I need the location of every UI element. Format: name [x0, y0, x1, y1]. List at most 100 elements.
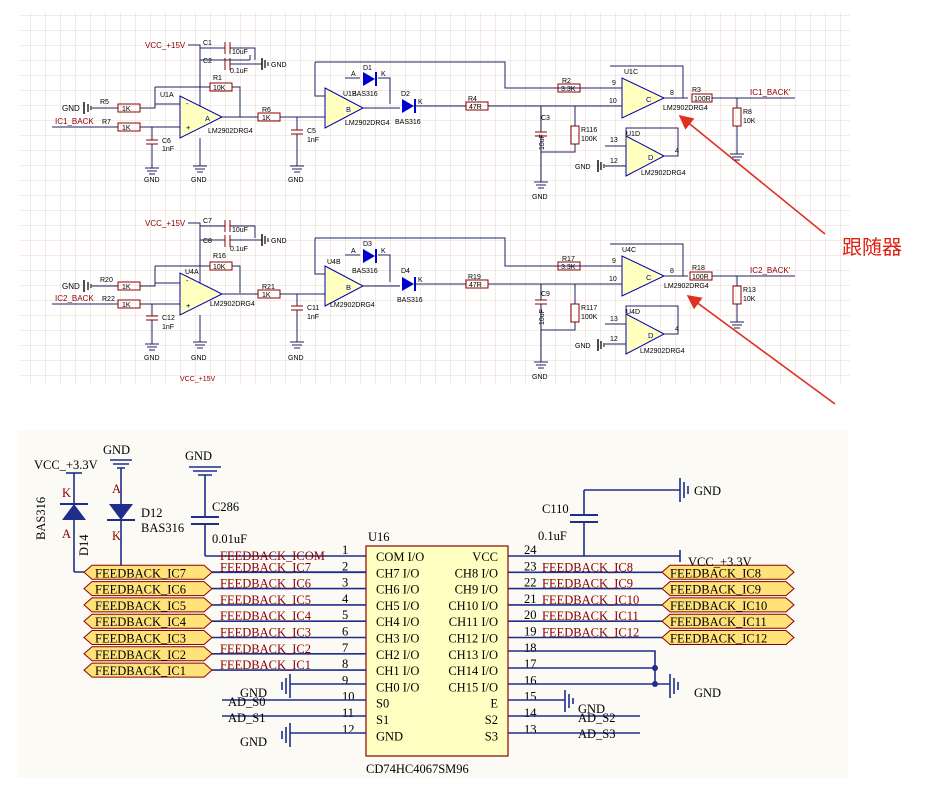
mux-pin-name: CH1 I/O: [376, 664, 419, 678]
mux-pin-number: 4: [342, 592, 349, 606]
mux-pin-name: CH2 I/O: [376, 648, 419, 662]
net-port-right: [661, 581, 795, 597]
gnd-label: GND: [144, 177, 160, 184]
net-port-right: [661, 613, 795, 629]
net-feedback-icom: FEEDBACK_ICOM: [220, 549, 325, 563]
mux-pin-number: 20: [524, 608, 537, 622]
value-c8: 0.1uF: [230, 246, 248, 253]
svg-text:K: K: [381, 248, 386, 255]
net-wire-label: FEEDBACK_IC12: [542, 626, 639, 640]
value-r22: 1K: [122, 302, 131, 309]
label-c5: C5: [307, 128, 316, 135]
label-u1d: U1D: [626, 131, 640, 138]
svg-text:C: C: [646, 95, 652, 104]
value-c9: 10uF: [539, 309, 546, 325]
gnd-label: GND: [578, 702, 605, 716]
svg-text:9: 9: [612, 80, 616, 87]
label-c6: C6: [162, 138, 171, 145]
net-wire-label: FEEDBACK_IC3: [220, 626, 311, 640]
value-r4: 47R: [469, 104, 482, 111]
svg-text:K: K: [418, 99, 423, 106]
mux-pin-number: 16: [524, 673, 537, 687]
net-vcc-33v: VCC_+3.3V: [34, 458, 98, 472]
mux-pin-number: 19: [524, 625, 537, 639]
value-r20: 1K: [122, 284, 131, 291]
gnd-label: GND: [271, 62, 287, 69]
mux-pin-number: 13: [524, 722, 537, 736]
mux-pin-name: E: [490, 697, 498, 711]
svg-text:8: 8: [670, 268, 674, 275]
mux-pin-number: 1: [342, 543, 348, 557]
value-c12: 1nF: [162, 324, 174, 331]
svg-text:4: 4: [675, 148, 679, 155]
net-ad-s1: AD_S1: [228, 711, 266, 725]
net-ad-s2: AD_S2: [578, 711, 616, 725]
channel-2: VCC_+15V C7 10uF C8 0.1uF GND R16 10K GN…: [52, 218, 795, 383]
label-d2: D2: [401, 91, 410, 98]
mux-pin-name: CH13 I/O: [448, 648, 498, 662]
part-u4b: LM2902DRG4: [330, 302, 375, 309]
net-vcc-15v: VCC_+15V: [145, 219, 186, 228]
gnd-label: GND: [103, 443, 130, 457]
svg-text:12: 12: [610, 336, 618, 343]
value-c6: 1nF: [162, 146, 174, 153]
value-r13: 10K: [743, 296, 756, 303]
label-r6: R6: [262, 107, 271, 114]
net-port-label: FEEDBACK_IC5: [95, 599, 186, 613]
gnd-label: GND: [575, 164, 591, 171]
annotation-arrow: [678, 114, 826, 235]
label-r1: R1: [213, 75, 222, 82]
mux-pin-name: CH7 I/O: [376, 566, 419, 580]
diode-d1: BAS316: [352, 91, 378, 98]
value-r18: 100R: [692, 274, 709, 281]
gnd-label: GND: [694, 686, 721, 700]
svg-text:13: 13: [610, 137, 618, 144]
net-port-label: FEEDBACK_IC2: [95, 648, 186, 662]
label-d12: D12: [141, 506, 163, 520]
label-r117: R117: [581, 305, 597, 312]
net-port-right: [661, 564, 795, 580]
net-port-label: FEEDBACK_IC10: [670, 599, 767, 613]
mux-pin-number: 17: [524, 657, 537, 671]
net-vcc-15v: VCC_+15V: [145, 41, 186, 50]
mux-pin-name: S3: [485, 729, 498, 743]
net-ad-s3: AD_S3: [578, 727, 616, 741]
pin-a-label: A: [62, 527, 71, 541]
mux-pin-number: 9: [342, 673, 348, 687]
net-port-label: FEEDBACK_IC8: [670, 566, 761, 580]
svg-text:12: 12: [610, 158, 618, 165]
mux-pin-number: 8: [342, 657, 348, 671]
svg-text:-: -: [186, 276, 189, 285]
bottom-schematic: VCC_+3.3V GND K A BAS316 D14 A K D12 BAS…: [18, 430, 848, 778]
label-r13: R13: [743, 287, 756, 294]
net-port-label: FEEDBACK_IC12: [670, 632, 767, 646]
mux-pin-name: CH3 I/O: [376, 632, 419, 646]
label-u4b: U4B: [327, 259, 341, 266]
value-r17: 3.3K: [561, 264, 576, 271]
gnd-label: GND: [271, 238, 287, 245]
label-r5: R5: [100, 99, 109, 106]
label-r17: R17: [562, 256, 575, 263]
label-r21: R21: [262, 284, 275, 291]
part-u1d: LM2902DRG4: [641, 170, 686, 177]
net-ic2-back: IC2_BACK: [55, 294, 94, 303]
mux-pin-name: CH5 I/O: [376, 599, 419, 613]
label-r4: R4: [468, 96, 477, 103]
net-wire-label: FEEDBACK_IC10: [542, 593, 639, 607]
diode-d3: BAS316: [352, 268, 378, 275]
mux-pin-name: S2: [485, 713, 498, 727]
mux-pin-number: 15: [524, 690, 537, 704]
gnd-label: GND: [240, 735, 267, 749]
label-r2: R2: [562, 78, 571, 85]
label-u4c: U4C: [622, 247, 636, 254]
net-wire-label: FEEDBACK_IC5: [220, 593, 311, 607]
diode-d14: BAS316: [34, 497, 48, 540]
gnd-label: GND: [62, 104, 80, 113]
gnd-label: GND: [185, 449, 212, 463]
part-u4c: LM2902DRG4: [664, 283, 709, 290]
value-r8: 10K: [743, 118, 756, 125]
value-c3: 10uF: [539, 134, 546, 150]
value-r3: 100R: [694, 96, 711, 103]
label-c7: C7: [203, 218, 212, 225]
